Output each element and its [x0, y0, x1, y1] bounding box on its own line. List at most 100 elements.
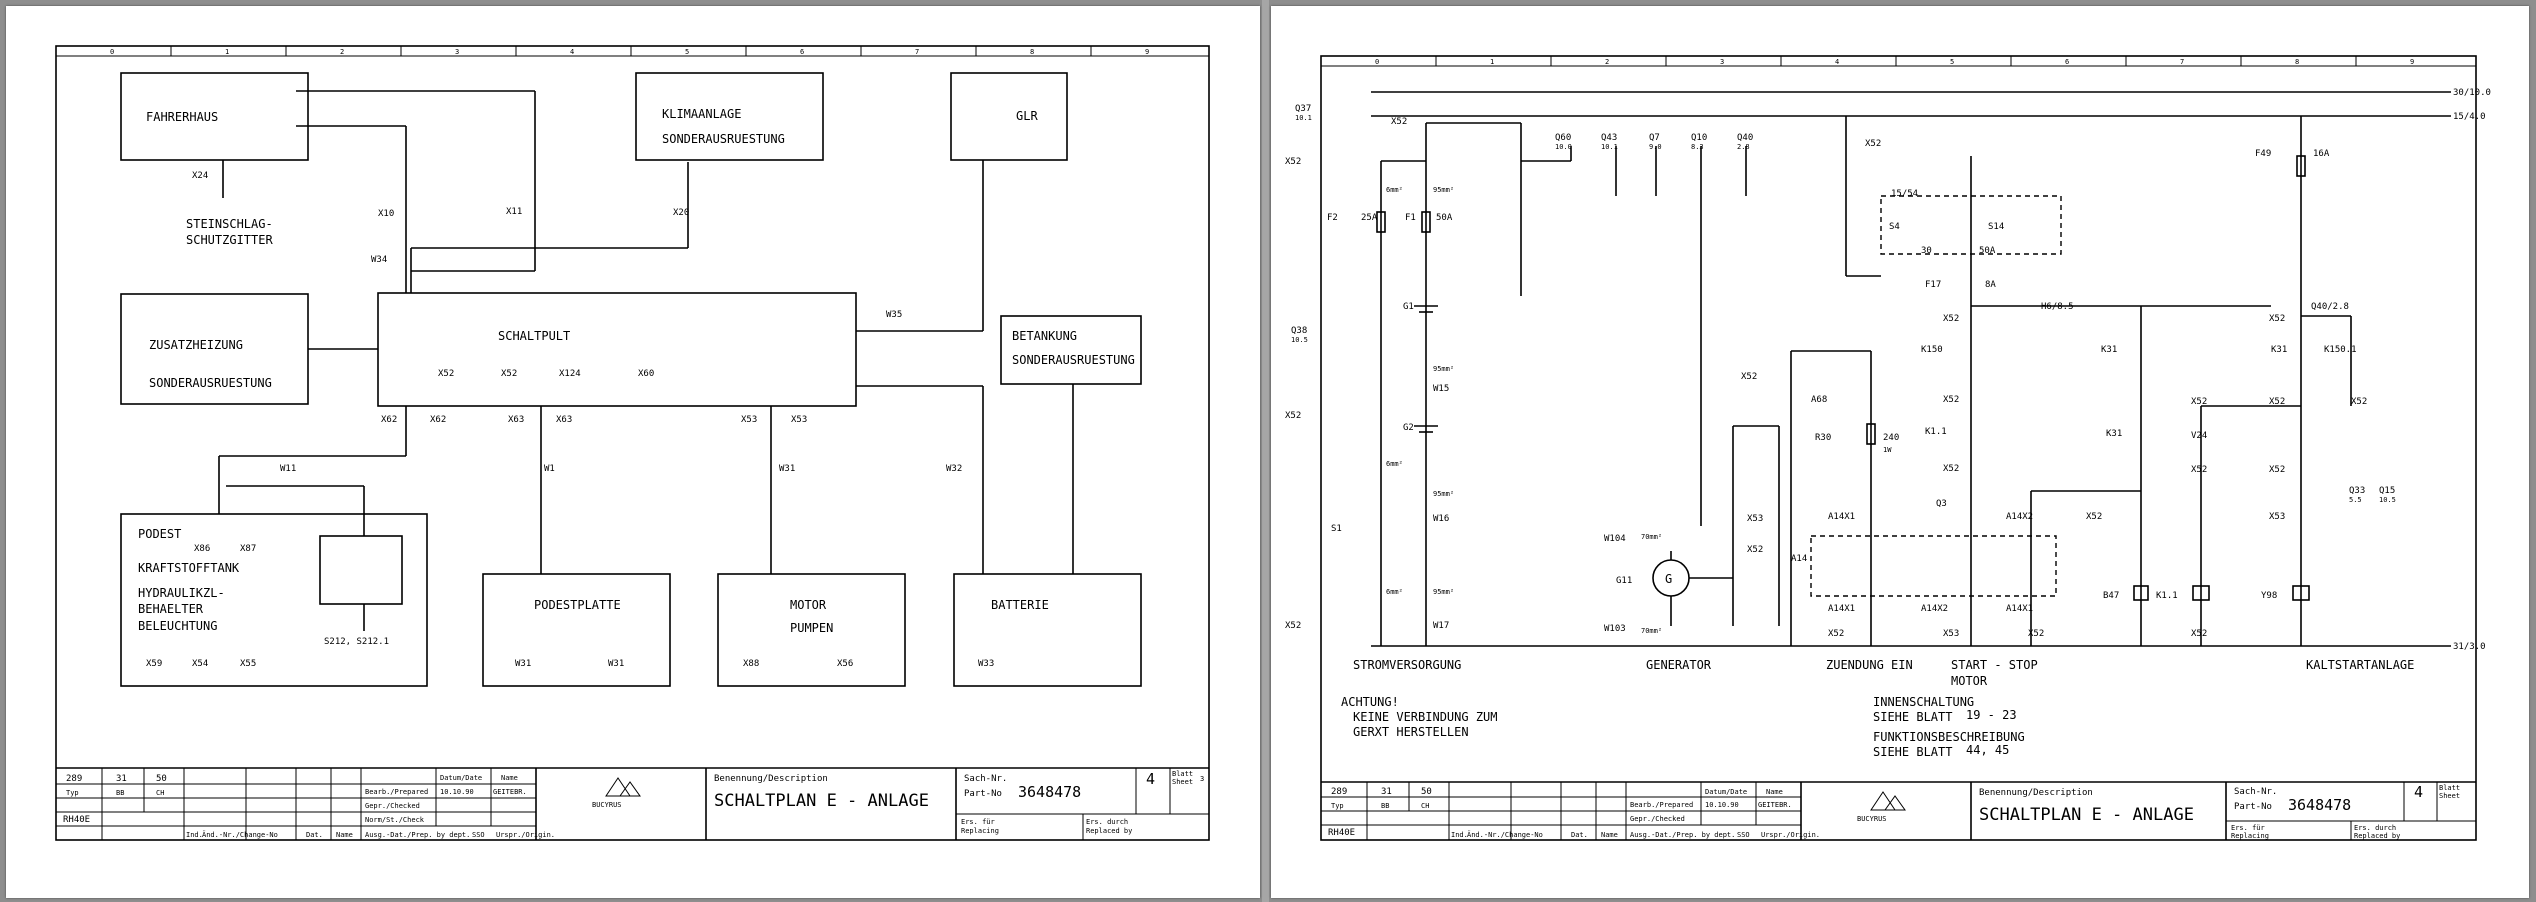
x52-85-label: X52	[1943, 314, 1959, 324]
ers-fuer: Ers. für	[961, 818, 995, 826]
col-label: 5	[685, 48, 689, 56]
date-value: 10.10.90	[440, 788, 474, 796]
q43-ref: 10.1	[1601, 143, 1618, 151]
page-divider	[1262, 0, 1269, 902]
col-label: 3	[455, 48, 459, 56]
f49-label: F49	[2255, 149, 2271, 159]
col-label: 6	[2065, 58, 2069, 66]
x54-label: X54	[192, 659, 208, 669]
k150-label: K150	[1921, 345, 1943, 355]
x52b-label: X52	[501, 369, 517, 379]
x24-label: X24	[192, 171, 208, 181]
generator-g: G	[1665, 572, 1672, 586]
w1-label: W1	[544, 464, 555, 474]
code-c: 50	[1421, 787, 1432, 797]
x52-3-label: X52	[1865, 139, 1881, 149]
w103-label: W103	[1604, 624, 1626, 634]
schaltplan-title: SCHALTPLAN E - ANLAGE	[714, 791, 929, 811]
bucyrus-logo: BUCYRUS	[592, 777, 641, 809]
blatt-label: Blatt	[1172, 770, 1193, 778]
klimaanlage-sub: SONDERAUSRUESTUNG	[662, 132, 785, 146]
footer-ind: Ind.	[1451, 831, 1468, 839]
x52-70-label: X52	[2269, 314, 2285, 324]
q3-label: Q3	[1936, 499, 1947, 509]
x52-31b-label: X52	[2028, 629, 2044, 639]
q38-ref: 10.5	[1291, 336, 1308, 344]
betankung-sub: SONDERAUSRUESTUNG	[1012, 353, 1135, 367]
schaltplan-title: SCHALTPLAN E - ANLAGE	[1979, 805, 2194, 825]
q7-ref: 9.0	[1649, 143, 1662, 151]
mm70a-label: 70mm²	[1641, 533, 1662, 541]
norm-label: Norm/St./Check	[365, 816, 425, 824]
notes: ACHTUNG! KEINE VERBINDUNG ZUM GERXT HERS…	[1341, 695, 2025, 759]
x52a-label: X52	[438, 369, 454, 379]
name-col: Name	[501, 774, 518, 782]
footer-dat: Dat.	[1571, 831, 1588, 839]
x52-7-label: X52	[1741, 372, 1757, 382]
mm1-label: 95mm²	[1433, 365, 1454, 373]
x53a-label: X53	[741, 415, 757, 425]
k31b-label: K31	[2271, 345, 2287, 355]
col-label: 2	[1605, 58, 1609, 66]
typ-ch: CH	[1421, 802, 1429, 810]
h6-label: H6/8.5	[2041, 302, 2074, 312]
title-block: 289 31 50 Typ BB CH RH40E Bearb./Prepare…	[1321, 781, 2476, 840]
schaltpult-label: SCHALTPULT	[498, 329, 570, 343]
betankung-box	[1000, 315, 1142, 385]
q10-ref: 8.3	[1691, 143, 1704, 151]
note-achtung: ACHTUNG!	[1341, 695, 1399, 709]
g11-label: G11	[1616, 576, 1632, 586]
x52-2-label: X52	[1285, 621, 1301, 631]
fuse-f1	[1421, 211, 1431, 233]
gepr-label: Gepr./Checked	[1630, 815, 1685, 823]
glr-box	[950, 72, 1068, 161]
name-col: Name	[1766, 788, 1783, 796]
q37-label: Q37	[1295, 104, 1311, 114]
overview-schematic: 0 1 2 3 4 5 6 7 8 9 FAHRERHAUS KLIMAANLA…	[55, 45, 1210, 841]
w104-label: W104	[1604, 534, 1626, 544]
relay-k11-coil	[2192, 585, 2210, 601]
wiring	[218, 90, 1074, 631]
f49-rating: 16A	[2313, 149, 2330, 159]
note-achtung-1: KEINE VERBINDUNG ZUM	[1353, 710, 1498, 724]
rail-30-label: 30/10.0	[2453, 88, 2491, 98]
pumpen-label: PUMPEN	[790, 621, 833, 635]
y98-label: Y98	[2261, 591, 2277, 601]
x11-label: X11	[506, 207, 522, 217]
sachnr-label: Sach-Nr.	[2234, 787, 2277, 797]
s212-label: S212, S212.1	[324, 637, 389, 647]
col-label: 7	[915, 48, 919, 56]
total-sheets: 3	[1200, 775, 1204, 783]
typ-label: Typ	[66, 789, 79, 797]
zusatzheizung-sub: SONDERAUSRUESTUNG	[149, 376, 272, 390]
sachnr-label: Sach-Nr.	[964, 774, 1007, 784]
footer-dept: SSO	[472, 831, 485, 839]
cold-start-section: F49 16A X52 Q40/2.8 K31 K150.1 X52 X52 X…	[2156, 116, 2396, 646]
q15-label: Q15	[2379, 486, 2395, 496]
k31-coil-label: K31	[2106, 429, 2122, 439]
bearb-label: Bearb./Prepared	[1630, 801, 1693, 809]
klimaanlage-label: KLIMAANLAGE	[662, 107, 741, 121]
replacing: Replacing	[961, 827, 999, 835]
x53-label: X53	[1747, 514, 1763, 524]
x55-label: X55	[240, 659, 256, 669]
replaced-by: Replaced by	[1086, 827, 1132, 835]
x56-label: X56	[837, 659, 853, 669]
code-c: 50	[156, 774, 167, 784]
w31b-label: W31	[608, 659, 624, 669]
code-b: 31	[116, 774, 127, 784]
drawn-by: GEITEBR.	[1758, 801, 1792, 809]
x52-90b-label: X52	[2269, 397, 2285, 407]
x52-5-label: X52	[1285, 411, 1301, 421]
partno-label: Part-No	[964, 789, 1002, 799]
code-a: 289	[1331, 787, 1347, 797]
mm6-label: 6mm²	[1386, 186, 1403, 194]
col-label: 9	[1145, 48, 1149, 56]
col-label: 8	[1030, 48, 1034, 56]
footer-dept: SSO	[1737, 831, 1750, 839]
note-funktion-range: 44, 45	[1966, 743, 2009, 757]
x52-31-label: X52	[1828, 629, 1844, 639]
note-innenschaltung: INNENSCHALTUNG	[1873, 695, 1974, 709]
resistor-r30	[1866, 423, 1876, 445]
